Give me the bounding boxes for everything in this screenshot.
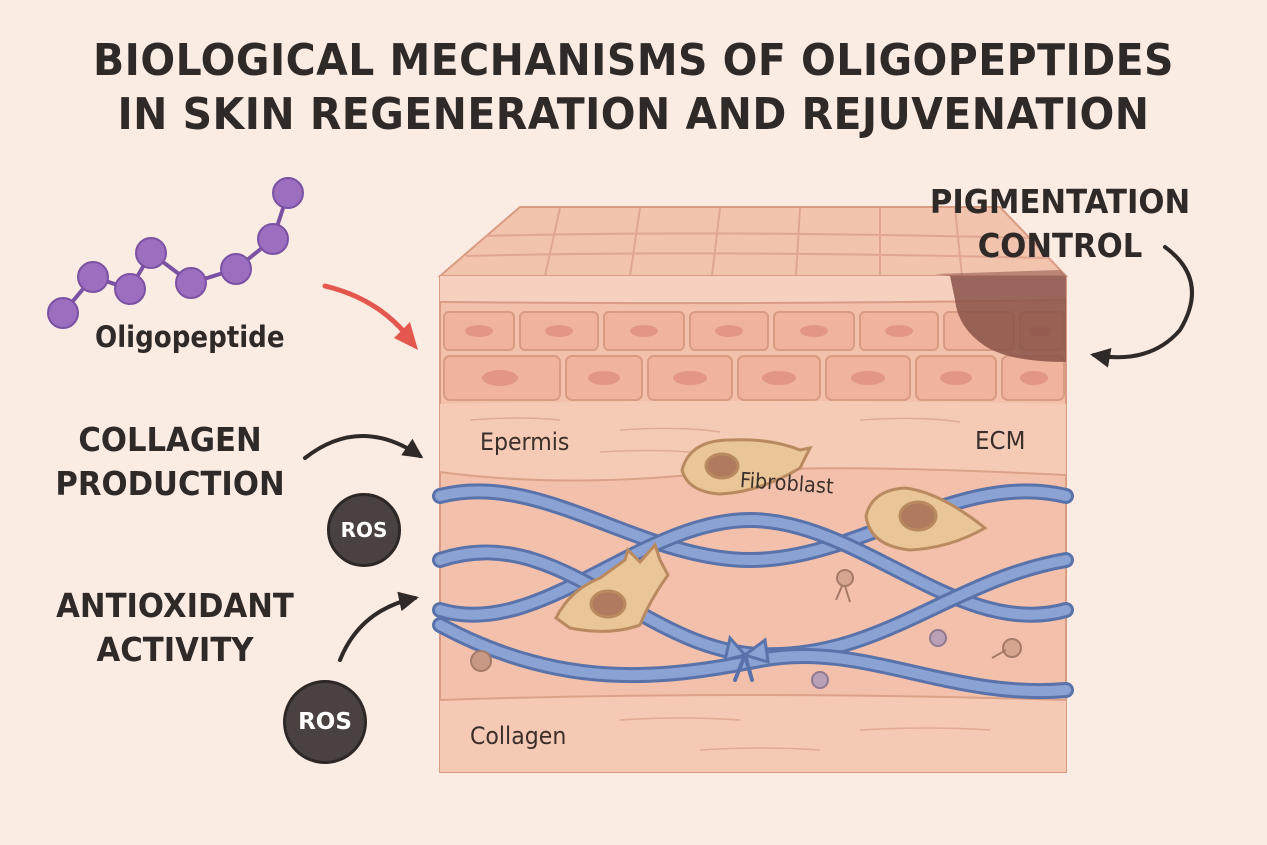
diagram-title: BIOLOGICAL MECHANISMS OF OLIGOPEPTIDES I…	[0, 34, 1267, 142]
peptide-bead	[220, 253, 252, 285]
peptide-bead	[114, 273, 146, 305]
antioxidant-activity-label: ANTIOXIDANT ACTIVITY	[49, 584, 300, 672]
arrow-antioxidant-activity	[338, 591, 419, 662]
ros-badge: ROS	[327, 493, 401, 567]
fibroblast-cells	[554, 438, 988, 633]
collagen-fibers	[432, 483, 1074, 700]
peptide-bead	[257, 223, 289, 255]
collagen-label: Collagen	[470, 722, 567, 750]
peptide-bead	[47, 297, 79, 329]
pigment-spot	[950, 276, 1066, 362]
collagen-production-line-1: COLLAGEN	[78, 420, 262, 459]
arrow-pigmentation-control	[1090, 245, 1194, 368]
oligopeptide-molecule	[47, 177, 304, 329]
pigmentation-control-line-2: CONTROL	[977, 226, 1143, 265]
peptide-bead	[272, 177, 304, 209]
collagen-production-line-2: PRODUCTION	[55, 464, 285, 503]
mechanism-arrows	[303, 245, 1194, 662]
pigmentation-control-line-1: PIGMENTATION	[929, 182, 1191, 221]
ecm-label: ECM	[975, 426, 1026, 455]
title-line-2: IN SKIN REGENERATION AND REJUVENATION	[117, 89, 1150, 140]
red-arrow	[322, 283, 418, 350]
epidermis-label: Epermis	[480, 428, 570, 456]
pigmentation-control-label: PIGMENTATION CONTROL	[925, 180, 1195, 268]
oligopeptide-label: Oligopeptide	[95, 320, 285, 354]
arrow-collagen-production	[303, 434, 424, 460]
ros-badge: ROS	[283, 680, 367, 764]
peptide-bead	[135, 237, 167, 269]
peptide-bead	[175, 267, 207, 299]
collagen-production-label: COLLAGEN PRODUCTION	[49, 418, 291, 506]
title-line-1: BIOLOGICAL MECHANISMS OF OLIGOPEPTIDES	[92, 35, 1175, 86]
antioxidant-activity-line-1: ANTIOXIDANT	[56, 586, 294, 625]
ecm-particles	[470, 569, 1022, 689]
peptide-bead	[77, 261, 109, 293]
antioxidant-activity-line-2: ACTIVITY	[96, 630, 254, 669]
